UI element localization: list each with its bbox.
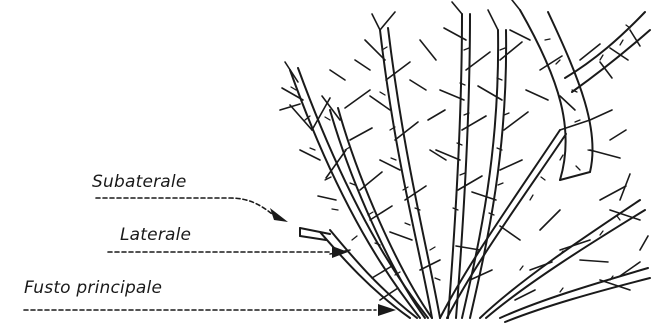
main-canes [290,10,650,322]
arrow-heads [270,208,396,316]
label-laterale: Laterale [120,225,191,245]
label-subaterale: Subaterale [92,172,187,192]
subaterale-arrowhead [270,208,288,222]
label-fusto-principale: Fusto principale [24,278,162,298]
subaterale-leader [96,198,272,214]
